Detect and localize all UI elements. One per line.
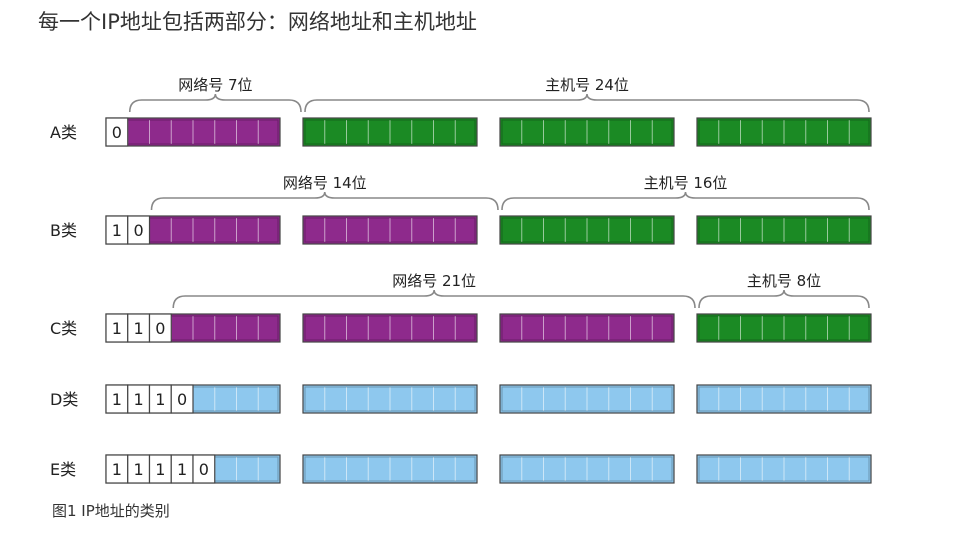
prefix-bit-value: 1 bbox=[112, 390, 122, 409]
octet-inner-border bbox=[304, 456, 476, 482]
octet-inner-border bbox=[698, 456, 870, 482]
prefix-bit-value: 1 bbox=[155, 390, 165, 409]
brace-bracket bbox=[150, 191, 499, 211]
bracket-label: 网络号 21位 bbox=[392, 272, 476, 290]
prefix-bit-value: 1 bbox=[112, 319, 122, 338]
bracket-label: 网络号 14位 bbox=[283, 174, 367, 192]
octet-inner-border bbox=[304, 217, 476, 243]
octet-inner-border bbox=[304, 119, 476, 145]
octet-inner-border bbox=[698, 315, 870, 341]
class-label: C类 bbox=[50, 319, 77, 338]
prefix-bit-box bbox=[127, 215, 151, 245]
octet-inner-border bbox=[304, 315, 476, 341]
prefix-bit-value: 0 bbox=[155, 319, 165, 338]
octet-inner-border bbox=[501, 315, 673, 341]
prefix-bit-value: 0 bbox=[134, 221, 144, 240]
class-label: A类 bbox=[50, 123, 77, 142]
brace-bracket bbox=[304, 93, 870, 113]
bracket-label: 主机号 24位 bbox=[545, 76, 629, 94]
octet-inner-border bbox=[501, 217, 673, 243]
prefix-bit-value: 1 bbox=[134, 319, 144, 338]
bracket-label: 网络号 7位 bbox=[178, 76, 252, 94]
octet-inner-border bbox=[698, 386, 870, 412]
class-label: B类 bbox=[50, 221, 77, 240]
octet-inner-border bbox=[501, 386, 673, 412]
octet-inner-border bbox=[501, 456, 673, 482]
brace-bracket bbox=[128, 93, 302, 113]
prefix-bit-value: 0 bbox=[199, 460, 209, 479]
prefix-bit-box bbox=[170, 384, 194, 414]
bracket-label: 主机号 16位 bbox=[644, 174, 728, 192]
class-label: D类 bbox=[50, 390, 78, 409]
octet-inner-border bbox=[501, 119, 673, 145]
prefix-bit-box bbox=[192, 454, 216, 484]
prefix-bit-value: 0 bbox=[112, 123, 122, 142]
brace-bracket bbox=[501, 191, 870, 211]
octet-inner-border bbox=[698, 217, 870, 243]
figure-caption: 图1 IP地址的类别 bbox=[52, 502, 170, 520]
prefix-bit-value: 1 bbox=[112, 221, 122, 240]
brace-bracket bbox=[698, 289, 870, 309]
prefix-bit-value: 1 bbox=[112, 460, 122, 479]
prefix-bit-value: 1 bbox=[134, 390, 144, 409]
prefix-bit-value: 1 bbox=[177, 460, 187, 479]
prefix-bit-value: 1 bbox=[155, 460, 165, 479]
prefix-bit-box bbox=[105, 117, 129, 147]
brace-bracket bbox=[172, 289, 696, 309]
octet-inner-border bbox=[304, 386, 476, 412]
octet-inner-border bbox=[698, 119, 870, 145]
prefix-bit-value: 1 bbox=[134, 460, 144, 479]
class-label: E类 bbox=[50, 460, 76, 479]
prefix-bit-value: 0 bbox=[177, 390, 187, 409]
prefix-bit-box bbox=[148, 313, 172, 343]
bracket-label: 主机号 8位 bbox=[747, 272, 821, 290]
page-title: 每一个IP地址包括两部分：网络地址和主机地址 bbox=[38, 10, 477, 34]
